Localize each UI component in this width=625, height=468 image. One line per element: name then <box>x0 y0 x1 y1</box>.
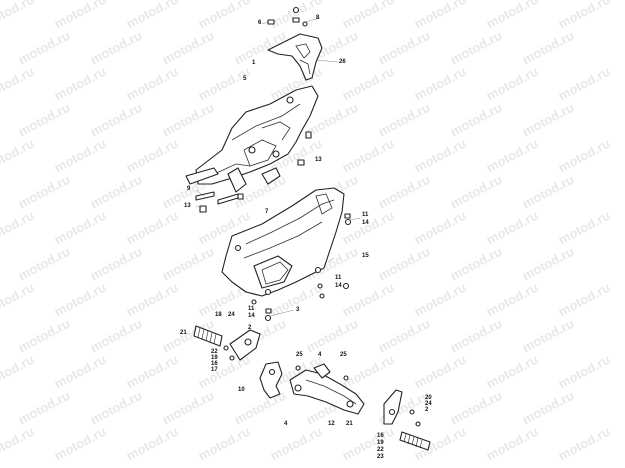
callout-label: 2 <box>425 407 429 413</box>
callout-label: 18 <box>215 312 222 318</box>
callout-label: 14 <box>248 313 255 319</box>
callout-label: 11 <box>335 275 342 281</box>
callout-label: 6 <box>258 20 262 26</box>
footpeg-bracket-left <box>259 361 283 399</box>
callout-label: 16 <box>377 433 384 439</box>
callout-label: 12 <box>328 421 335 427</box>
callout-label: 24 <box>228 312 235 318</box>
callout-label: 25 <box>340 352 347 358</box>
callout-label: 8 <box>316 15 320 21</box>
callout-label: 7 <box>265 209 269 215</box>
side-panel-part <box>221 187 345 297</box>
callout-label: 19 <box>377 440 384 446</box>
callout-label: 23 <box>377 454 384 460</box>
callout-label: 11 <box>362 212 369 218</box>
callout-label: 4 <box>318 352 322 358</box>
callout-label: 22 <box>211 349 218 355</box>
right-footpeg-part <box>383 389 431 451</box>
footpeg-hanger-part <box>289 363 365 415</box>
callout-label: 10 <box>238 387 245 393</box>
rear-cover-part <box>267 33 323 81</box>
panel-fasteners <box>251 213 352 322</box>
callout-label: 11 <box>248 306 255 312</box>
callout-label: 14 <box>335 283 342 289</box>
subframe-bolts <box>195 131 312 213</box>
callout-label: 13 <box>184 203 191 209</box>
callout-label: 16 <box>211 361 218 367</box>
callout-label: 26 <box>339 59 346 65</box>
left-footpeg-part <box>193 325 261 361</box>
callout-label: 1 <box>252 60 256 66</box>
callout-label: 24 <box>425 401 432 407</box>
callout-label: 25 <box>296 352 303 358</box>
callout-label: 5 <box>243 76 247 82</box>
callout-label: 17 <box>211 367 218 373</box>
callout-label: 3 <box>296 307 300 313</box>
callout-label: 2 <box>248 325 252 331</box>
callout-label: 15 <box>362 253 369 259</box>
leader-lines <box>195 17 361 317</box>
subframe-part <box>185 85 319 193</box>
callout-label: 4 <box>284 421 288 427</box>
callout-label: 14 <box>362 220 369 226</box>
callout-label: 13 <box>315 157 322 163</box>
callout-label: 21 <box>346 421 353 427</box>
callout-label: 19 <box>211 355 218 361</box>
callout-label: 21 <box>180 330 187 336</box>
callout-label: 22 <box>377 447 384 453</box>
callout-label: 20 <box>425 395 432 401</box>
callout-label: 9 <box>187 186 191 192</box>
